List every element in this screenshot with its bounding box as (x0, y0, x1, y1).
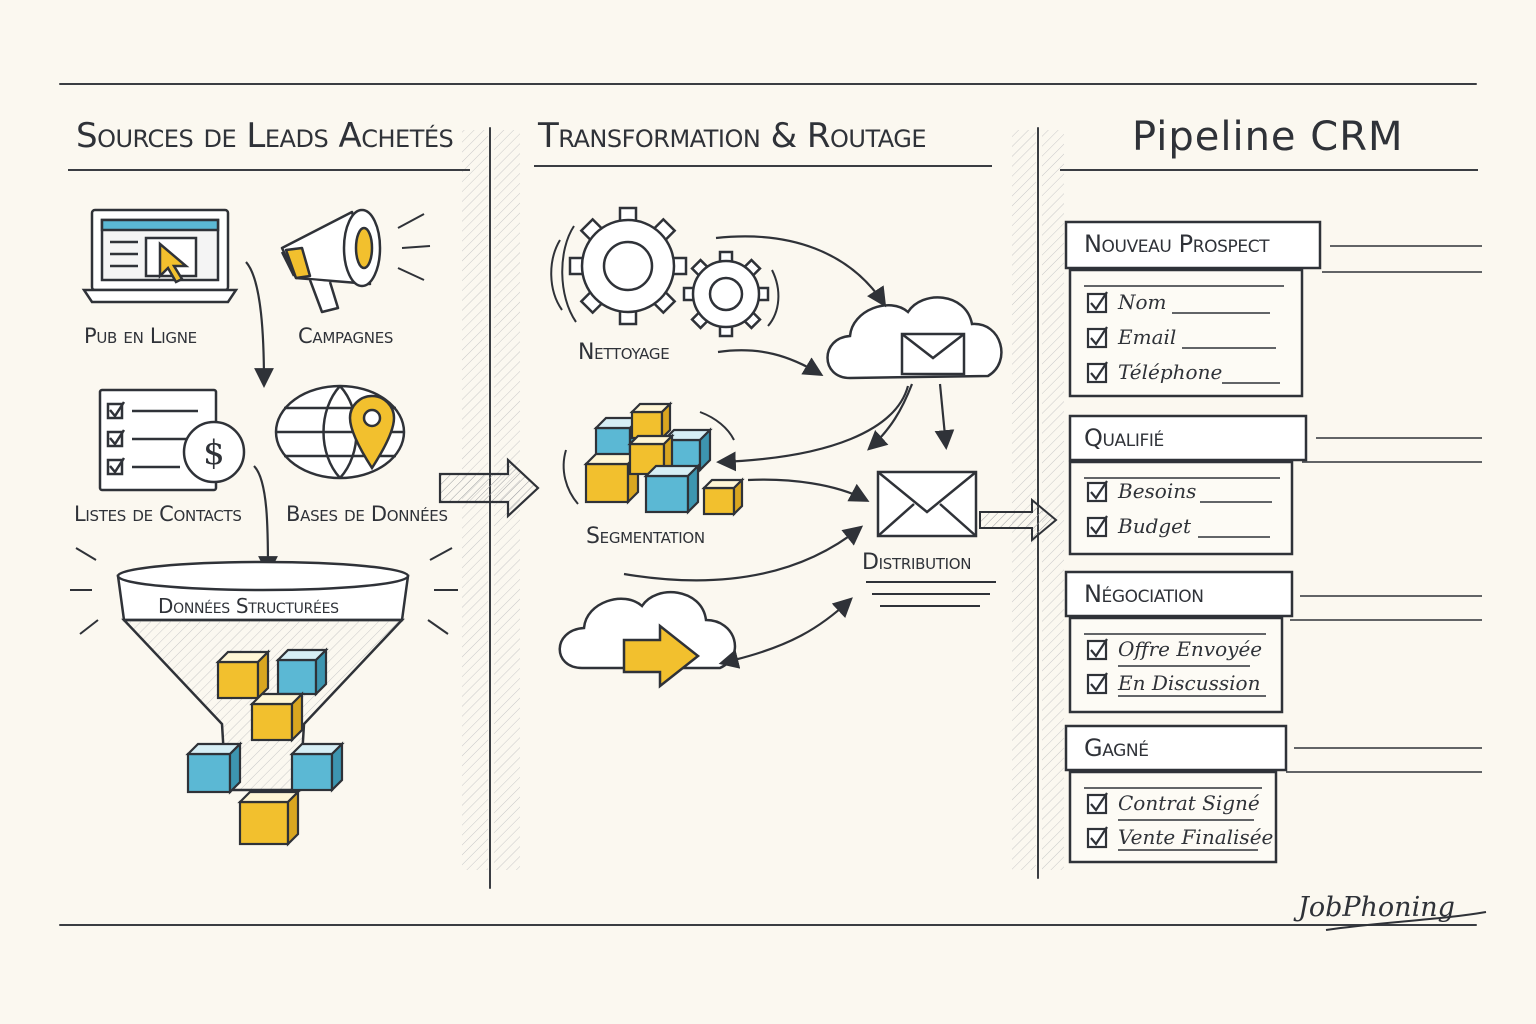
column-title-pipeline: Pipeline CRM (1132, 114, 1404, 160)
column-title-transform: Transformation & Routage (538, 116, 927, 156)
step-label-distribution: Distribution (862, 550, 972, 575)
source-label-databases: Bases de Données (286, 502, 448, 526)
stage-item: Téléphone (1118, 360, 1223, 384)
cloud-arrow-icon (558, 591, 737, 689)
stage-item: Offre Envoyée (1118, 637, 1263, 661)
dollar-sign: $ (203, 433, 225, 473)
flow-arrow-1 (438, 457, 540, 519)
stage-name-negotiation: Négociation (1084, 580, 1204, 608)
stage-item: En Discussion (1118, 671, 1261, 695)
envelope-icon (866, 470, 996, 607)
gears-icon (550, 206, 780, 338)
cloud-envelope-icon (826, 296, 1003, 380)
stage-item: Email (1118, 325, 1177, 349)
source-label-pub: Pub en Ligne (84, 324, 197, 348)
stage-item: Besoins (1118, 479, 1197, 503)
flow-arrow-2 (979, 497, 1058, 543)
stage-name-won: Gagné (1084, 734, 1149, 762)
brand-logo: JobPhoning (1298, 892, 1455, 923)
stage-item: Vente Finalisée (1118, 825, 1274, 849)
stage-name-qualified: Qualifié (1084, 424, 1164, 452)
pipeline-boxes (1064, 220, 1322, 864)
megaphone-icon (280, 208, 431, 314)
cubes-segmentation-icon (562, 401, 745, 517)
column-title-sources: Sources de Leads Achetés (76, 116, 454, 156)
stage-item: Contrat Signé (1118, 791, 1260, 815)
step-label-cleaning: Nettoyage (578, 340, 670, 365)
stage-item: Nom (1118, 290, 1167, 314)
globe-pin-icon (274, 384, 406, 480)
source-label-campaigns: Campagnes (298, 324, 394, 348)
cubes-funnel-icon (185, 647, 345, 847)
stage-name-new: Nouveau Prospect (1084, 230, 1270, 258)
frame-lines (59, 83, 1477, 926)
source-label-contacts: Listes de Contacts (74, 502, 242, 526)
logo-swash (1325, 911, 1487, 931)
monitor-cursor-icon (81, 208, 239, 304)
checklist-dollar-icon (98, 388, 246, 492)
stage-item: Budget (1118, 514, 1192, 538)
checkbox-icons (1086, 291, 1108, 849)
funnel-label: Données Structurées (158, 594, 339, 618)
step-label-segmentation: Segmentation (586, 524, 705, 549)
